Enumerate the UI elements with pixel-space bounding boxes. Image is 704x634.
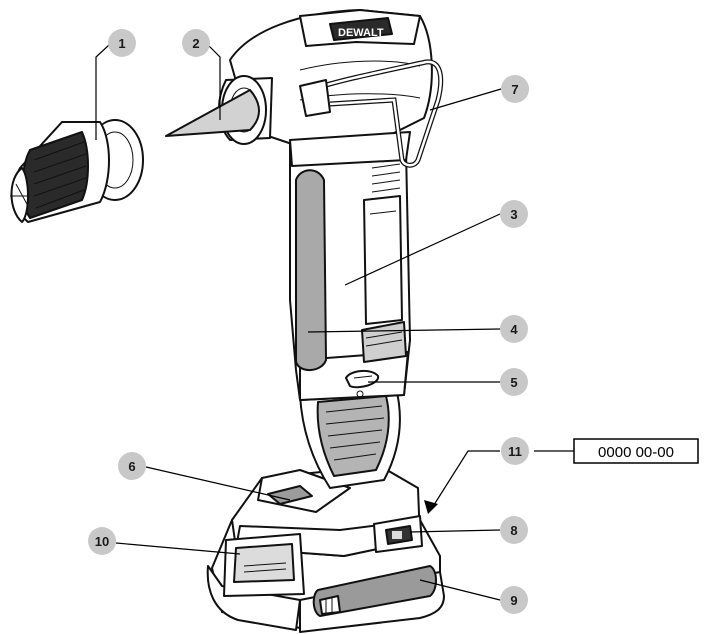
callout-number: 2 [192,36,199,51]
callout-number: 10 [95,534,109,549]
grip-overmold [296,170,326,370]
callout-number: 7 [511,82,518,97]
brand-label: DEWALT [338,27,384,39]
callout-badge-7: 7 [501,75,529,103]
battery-release-button [224,534,304,596]
callout-number: 11 [508,444,522,459]
expansion-cone [166,90,259,136]
callout-badge-10: 10 [88,527,116,555]
callout-number: 6 [128,459,135,474]
callout-number: 8 [510,523,517,538]
callout-number: 3 [510,207,517,222]
callout-badge-9: 9 [500,586,528,614]
callout-badge-3: 3 [500,200,528,228]
date-code-box: 0000 00-00 [574,439,698,463]
callout-badge-2: 2 [182,29,210,57]
expander-head-part [10,120,143,222]
callout-badge-4: 4 [500,315,528,343]
callout-badge-11: 11 [501,437,529,465]
callout-number: 9 [510,593,517,608]
callout-badge-5: 5 [500,368,528,396]
callout-badge-1: 1 [108,29,136,57]
callout-badge-8: 8 [500,516,528,544]
date-code: 0000 00-00 [598,444,674,461]
callout-number: 1 [118,36,125,51]
callout-number: 4 [510,322,518,337]
callout-badge-6: 6 [118,452,146,480]
callout-number: 5 [510,375,517,390]
